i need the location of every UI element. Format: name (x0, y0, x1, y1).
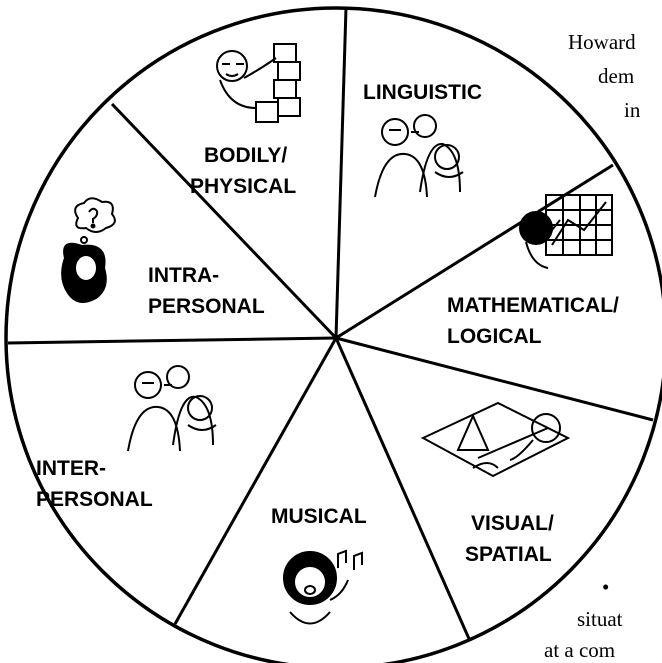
talking-people-icon (374, 114, 464, 198)
linguistic-label: LINGUISTIC (363, 81, 482, 104)
background-text-line-1: Howard (568, 30, 636, 54)
visual-label-line-1: VISUAL/ (471, 512, 554, 535)
math-label-line-1: MATHEMATICAL/ (447, 294, 619, 317)
intra-label-line-2: PERSONAL (148, 295, 265, 318)
musical-label: MUSICAL (271, 505, 367, 528)
divider-upper-right (335, 163, 614, 340)
divider-right (335, 336, 654, 422)
talking-people-icon-2 (127, 365, 217, 452)
divider-upper-left (110, 102, 338, 340)
divider-lower-right (334, 337, 472, 642)
math-label-line-2: LOGICAL (447, 325, 542, 348)
singer-icon (283, 549, 363, 625)
stacking-blocks-icon (216, 43, 301, 123)
divider-top (334, 7, 348, 339)
thinking-person-icon (61, 197, 116, 303)
wheel-dividers (7, 7, 654, 642)
inter-label-line-1: INTER- (36, 457, 106, 480)
background-text-line-2: dem (598, 64, 635, 88)
background-text-bullet: • (602, 575, 610, 599)
bodily-label-line-2: PHYSICAL (190, 175, 296, 198)
background-text-line-4: situat (577, 607, 623, 631)
background-text-line-3: in (624, 98, 641, 122)
graph-board-icon (519, 194, 613, 269)
bodily-label-line-1: BODILY/ (204, 144, 287, 167)
intra-label-line-1: INTRA- (148, 264, 219, 287)
divider-lower-left (173, 337, 338, 625)
drafting-icon (420, 401, 571, 478)
visual-label-line-2: SPATIAL (465, 543, 552, 566)
divider-left (7, 336, 337, 345)
background-text-line-5: at a com (544, 638, 616, 662)
inter-label-line-2: PERSONAL (36, 488, 153, 511)
